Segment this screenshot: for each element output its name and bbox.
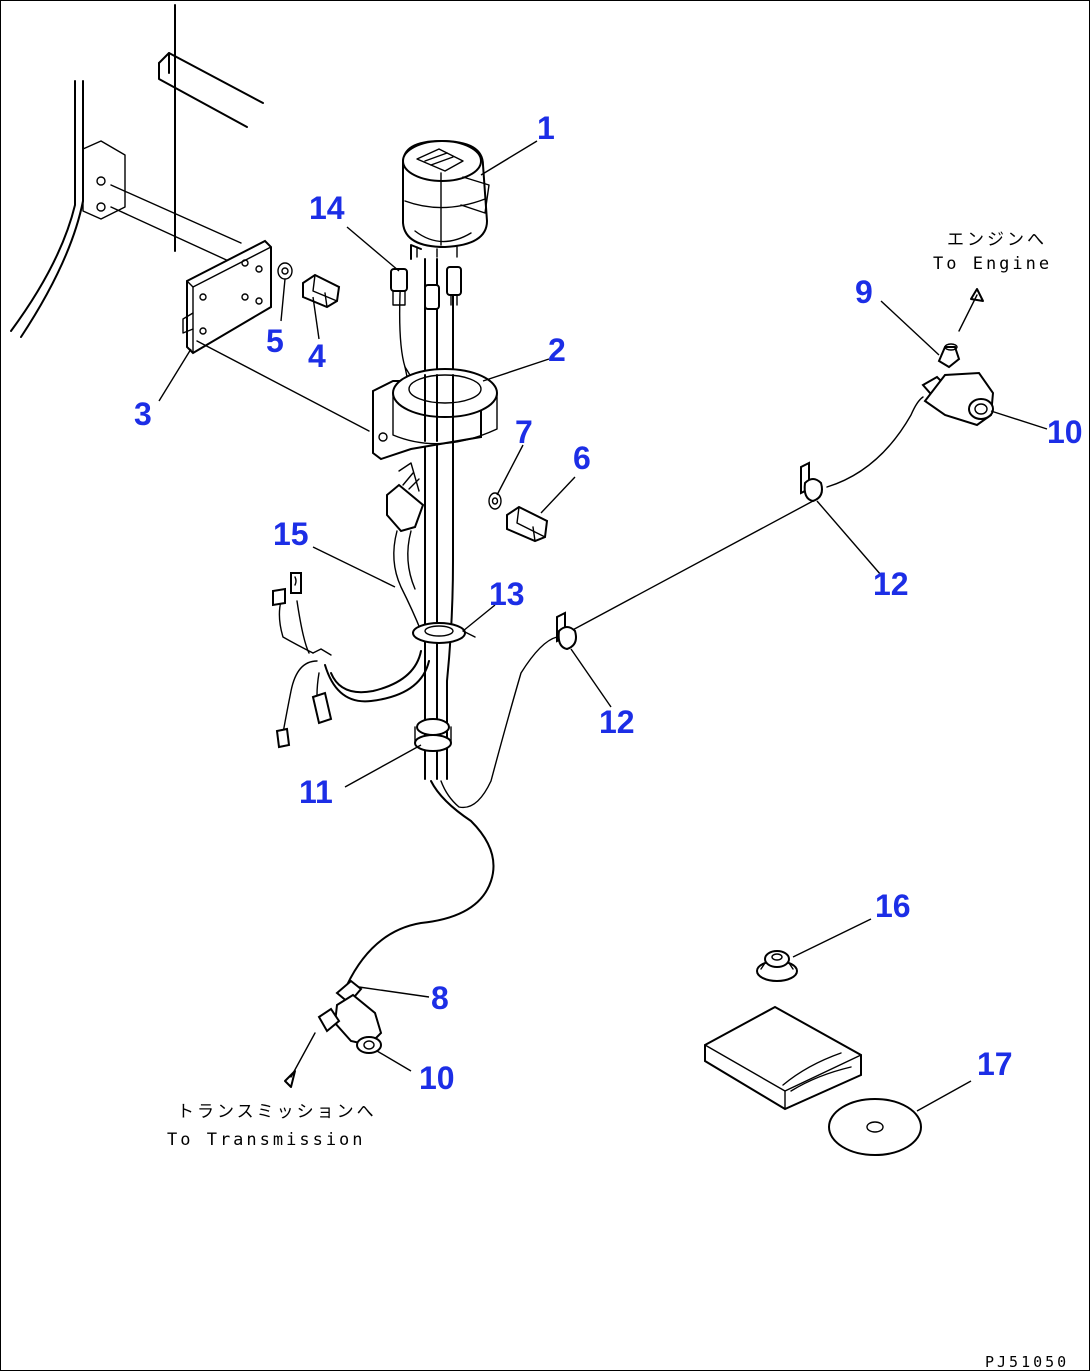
callout-labels: 1 2 3 4 5 6 7 8 9 10 10 11 12 12 13 14 1… xyxy=(134,110,1083,1096)
callout-5: 5 xyxy=(266,323,284,359)
transmission-note-jp: トランスミッションへ xyxy=(177,1102,377,1122)
grommet-16 xyxy=(756,950,798,982)
callout-10-transmission: 10 xyxy=(419,1060,455,1096)
direction-notes: エンジンへ To Engine トランスミッションへ To Transmissi… xyxy=(167,230,1052,1150)
callout-13: 13 xyxy=(489,576,525,612)
callout-14: 14 xyxy=(309,190,345,226)
callout-11: 11 xyxy=(299,774,333,810)
washer-7 xyxy=(488,492,502,510)
sealant-case xyxy=(704,1005,862,1111)
callout-12-lower: 12 xyxy=(599,704,635,740)
callout-12-upper: 12 xyxy=(873,566,909,602)
callout-8: 8 xyxy=(431,980,449,1016)
bracket xyxy=(182,239,370,432)
drawing-code: PJ51050 xyxy=(985,1353,1069,1371)
washer xyxy=(277,262,293,280)
transmission-sensor-cable xyxy=(284,636,558,1088)
callout-17: 17 xyxy=(977,1046,1013,1082)
engine-note-en: To Engine xyxy=(933,254,1052,274)
callout-1: 1 xyxy=(537,110,555,146)
callout-6: 6 xyxy=(573,440,591,476)
callout-3: 3 xyxy=(134,396,152,432)
callout-9: 9 xyxy=(855,274,873,310)
bolt xyxy=(302,273,341,309)
callout-15: 15 xyxy=(273,516,309,552)
callout-10-engine: 10 xyxy=(1047,414,1083,450)
callout-2: 2 xyxy=(548,332,566,368)
engine-note-jp: エンジンへ xyxy=(947,230,1047,250)
hour-meter xyxy=(402,139,490,258)
transmission-note-en: To Transmission xyxy=(167,1130,366,1150)
engine-sensor-cable xyxy=(556,288,995,651)
wiring-harness xyxy=(272,244,498,780)
callout-16: 16 xyxy=(875,888,911,924)
bolt-6 xyxy=(506,505,549,543)
callout-7: 7 xyxy=(515,414,533,450)
leader-lines xyxy=(158,140,1048,1112)
machine-frame xyxy=(10,4,264,338)
callout-4: 4 xyxy=(308,338,326,374)
disc-17 xyxy=(828,1098,922,1156)
